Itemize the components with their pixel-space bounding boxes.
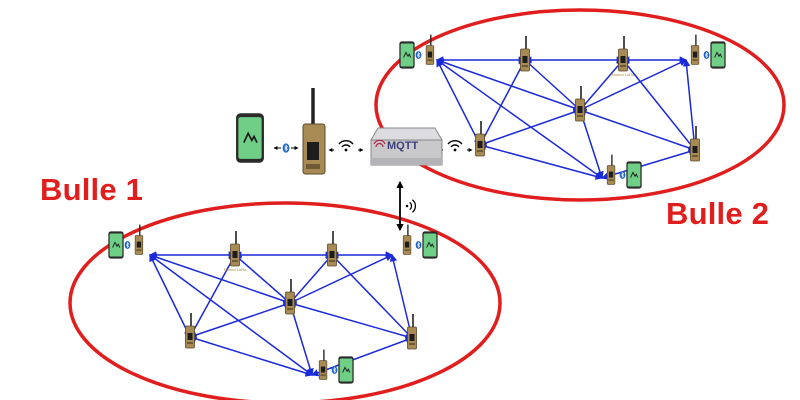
lora-node-icon xyxy=(520,36,530,72)
bluetooth-icon xyxy=(619,171,626,179)
mesh-link xyxy=(524,59,581,111)
wifi-signal-icon xyxy=(328,140,364,152)
lora-node-icon xyxy=(327,231,337,267)
bubble-1-title: Bulle 1 xyxy=(40,172,144,207)
bluetooth-icon xyxy=(415,51,422,59)
phone-icon xyxy=(236,113,264,163)
node-caption: Noeud LoRa xyxy=(612,72,635,77)
lora-node-icon xyxy=(425,34,435,65)
mesh-link xyxy=(579,59,624,111)
bluetooth-icon xyxy=(415,241,422,249)
mesh-link xyxy=(600,148,697,180)
lora-gateway xyxy=(302,88,326,175)
mesh-link xyxy=(188,335,314,377)
phone-icon xyxy=(399,41,415,69)
lora-node-icon xyxy=(185,313,195,349)
mesh-link xyxy=(310,336,414,377)
lora-node-icon: Noeud LoRa xyxy=(224,231,247,272)
mesh-link xyxy=(478,143,604,180)
mesh-link xyxy=(148,253,292,305)
mesh-link xyxy=(389,253,415,340)
link-layer xyxy=(148,56,699,377)
mesh-link xyxy=(331,254,413,339)
mesh-link xyxy=(288,254,394,304)
mesh-link xyxy=(622,59,696,151)
lora-node-icon xyxy=(575,86,585,122)
phone-icon xyxy=(710,41,726,69)
node-caption: Noeud LoRa xyxy=(224,267,247,272)
bubble-2-outline xyxy=(374,8,786,202)
bubble-2-title: Bulle 2 xyxy=(666,196,770,231)
lora-node-icon xyxy=(402,224,412,255)
lora-node-icon xyxy=(606,154,616,185)
lora-node-icon xyxy=(407,314,417,350)
lora-node-icon xyxy=(690,126,700,162)
mesh-link xyxy=(436,59,603,179)
lora-node-icon: Noeud LoRa xyxy=(612,36,635,77)
bluetooth-icon xyxy=(703,51,710,59)
wifi-signal-icon xyxy=(405,199,416,213)
mesh-link xyxy=(578,108,697,152)
mesh-link xyxy=(578,59,688,111)
mesh-link xyxy=(188,301,292,339)
lora-node-icon xyxy=(134,224,144,255)
phone-icon xyxy=(108,231,124,259)
mesh-link xyxy=(288,301,414,340)
lora-node-icon xyxy=(690,34,700,65)
phone-icon xyxy=(422,231,438,259)
lora-node-icon xyxy=(318,349,328,380)
mesh-link xyxy=(234,254,291,304)
bubble-1-outline xyxy=(68,201,502,400)
phone-icon xyxy=(338,356,354,384)
mesh-link xyxy=(149,254,313,376)
bluetooth-icon xyxy=(331,366,338,374)
bluetooth-icon xyxy=(124,241,131,249)
phone-icon xyxy=(626,161,642,189)
wifi-signal-icon xyxy=(437,140,473,152)
mqtt-server-icon: MQTT xyxy=(370,127,443,166)
mesh-link xyxy=(289,254,333,304)
lora-node-icon xyxy=(475,121,485,157)
lora-node-icon xyxy=(285,279,295,315)
bluetooth-icon xyxy=(282,143,290,153)
mqtt-label: MQTT xyxy=(387,140,418,152)
mesh-link xyxy=(682,58,699,152)
gateway-area: MQTT xyxy=(273,88,473,232)
